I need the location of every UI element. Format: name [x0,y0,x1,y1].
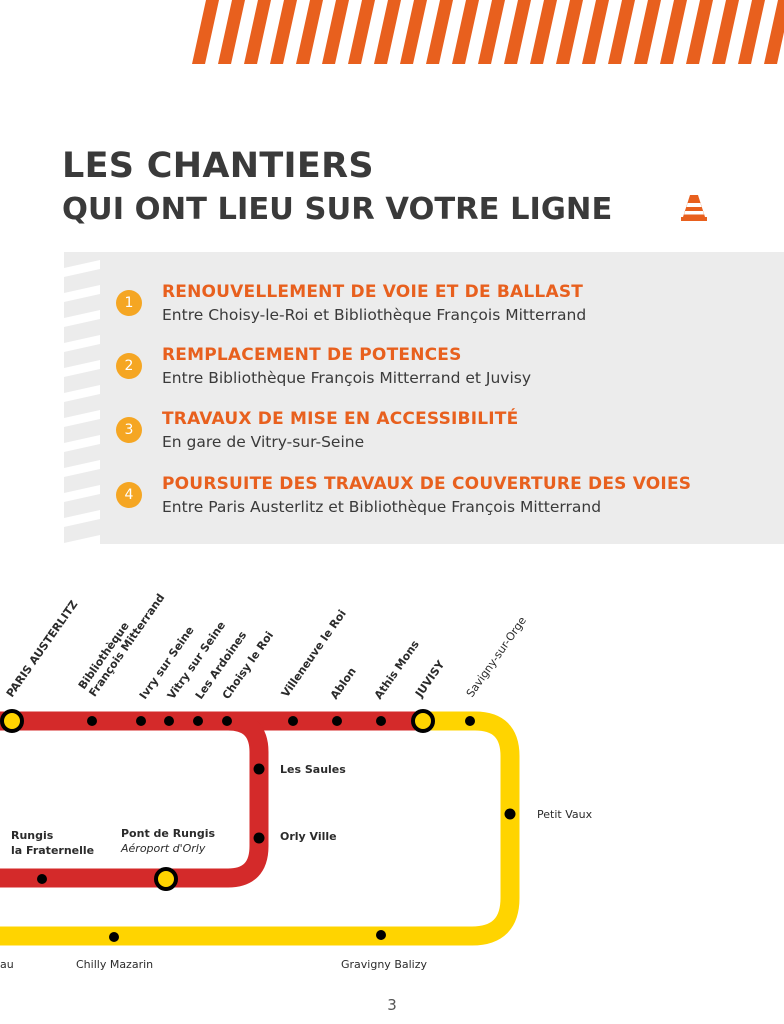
interchange-stations [0,709,435,891]
panel-stripe [64,260,100,277]
panel-stripes [64,260,100,544]
traffic-cone-icon [681,195,707,221]
stripe [348,0,375,64]
work-title: RENOUVELLEMENT DE VOIE ET DE BALLAST [162,282,584,302]
panel-stripe [64,510,100,527]
station-pont-de-rungis: Pont de Rungis [121,827,215,840]
panel-stripe [64,485,100,502]
header-stripes [192,0,784,64]
stripe [660,0,687,64]
stripe [582,0,609,64]
station-les-saules: Les Saules [280,763,346,776]
stripe [478,0,505,64]
page-subtitle: QUI ONT LIEU SUR VOTRE LIGNE [62,192,613,227]
stripe [530,0,557,64]
work-title: TRAVAUX DE MISE EN ACCESSIBILITÉ [162,409,519,429]
page-number: 3 [387,996,397,1014]
work-description: En gare de Vitry-sur-Seine [162,433,365,451]
stripe [192,0,219,64]
yellow-line [0,711,520,946]
panel-stripe [64,460,100,477]
panel-stripe [64,535,100,544]
station-partial-left: au [0,958,14,971]
number-badge: 2 [116,353,142,379]
stripe [686,0,713,64]
station-chilly-mazarin: Chilly Mazarin [76,958,153,971]
works-panel: 1 RENOUVELLEMENT DE VOIE ET DE BALLAST E… [64,252,784,544]
stripe [764,0,784,64]
number-badge: 3 [116,417,142,443]
stripe [270,0,297,64]
number-badge: 1 [116,290,142,316]
station-rungis: Rungis [11,829,54,842]
panel-stripe [64,360,100,377]
station-petit-vaux: Petit Vaux [537,808,593,821]
panel-stripe [64,385,100,402]
station-rungis-line2: la Fraternelle [11,844,94,857]
panel-stripe [64,310,100,327]
line-map: PARIS AUSTERLITZ BibliothèqueFrançois Mi… [0,591,593,971]
station-paris-austerlitz: PARIS AUSTERLITZ [4,598,81,700]
panel-stripe [64,335,100,352]
stripe [218,0,245,64]
stripe [244,0,271,64]
work-description: Entre Paris Austerlitz et Bibliothèque F… [162,498,602,516]
panel-stripe [64,410,100,427]
stripe [504,0,531,64]
panel-stripe [64,285,100,302]
work-description: Entre Bibliothèque François Mitterrand e… [162,369,532,387]
stripe [556,0,583,64]
work-title: POURSUITE DES TRAVAUX DE COUVERTURE DES … [162,474,692,494]
stripe [374,0,401,64]
stripe [634,0,661,64]
station-savigny: Savigny-sur-Orge [464,614,529,700]
stripe [738,0,765,64]
work-title: REMPLACEMENT DE POTENCES [162,345,462,365]
station-dots [37,716,516,942]
station-aeroport-orly: Aéroport d'Orly [120,842,206,855]
stripe [296,0,323,64]
panel-stripe [64,435,100,452]
page-title: LES CHANTIERS [62,146,374,186]
work-description: Entre Choisy-le-Roi et Bibliothèque Fran… [162,306,587,324]
stripe [426,0,453,64]
stripe [608,0,635,64]
stripe [400,0,427,64]
stripe [452,0,479,64]
stripe [712,0,739,64]
stripe [322,0,349,64]
number-badge: 4 [116,482,142,508]
station-orly-ville: Orly Ville [280,830,337,843]
station-juvisy: JUVISY [412,657,448,700]
station-ablon: Ablon [328,665,359,702]
station-gravigny-balizy: Gravigny Balizy [341,958,427,971]
red-line-branch [0,711,269,888]
